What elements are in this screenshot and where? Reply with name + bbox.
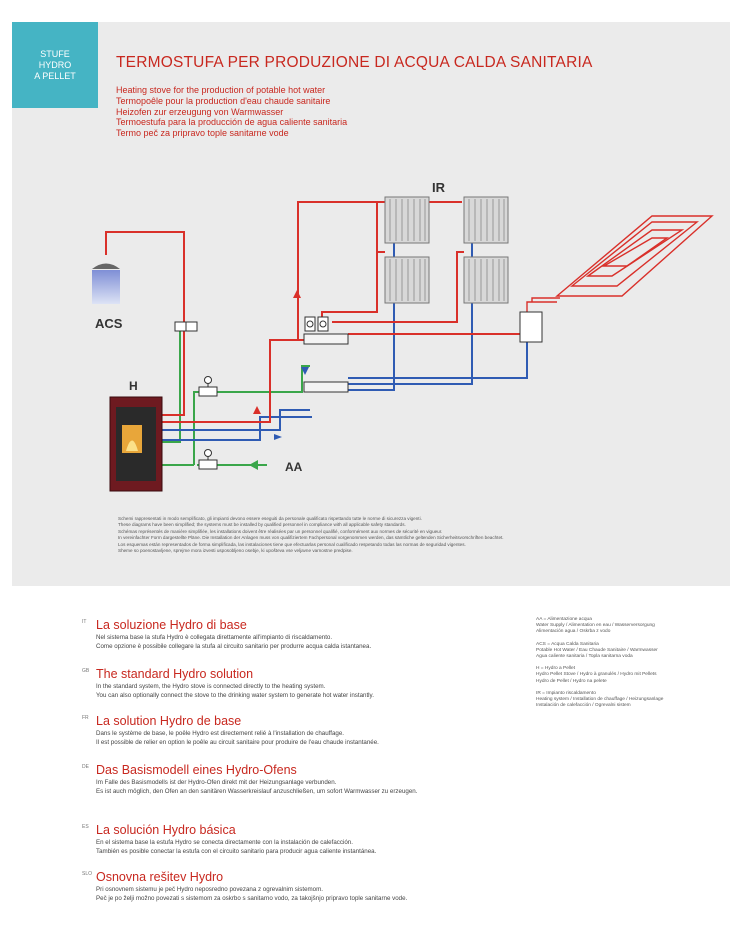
legend-line: Agua caliente sanitaria / Topla sanitarn…: [536, 654, 633, 660]
disclaimer-line: Los esquemas están representados de form…: [118, 541, 466, 547]
legend-line: Hydro de Pellet / Hydro na pelete: [536, 678, 607, 684]
pump-icon: [304, 316, 329, 332]
label-aa: AA: [285, 460, 303, 474]
label-h: H: [129, 379, 138, 393]
radiator: [384, 256, 430, 304]
legend-line: Instalación de calefacción / Ogrevalni s…: [536, 703, 631, 709]
section-text: Il est possible de relier en option le p…: [96, 739, 379, 746]
underfloor-heating-coil: [526, 215, 714, 320]
tag-line: A PELLET: [34, 70, 76, 81]
tag-line: HYDRO: [38, 59, 72, 70]
legend-entry: H = Hydro a Pellet Hydro Pellet Stove / …: [536, 666, 716, 685]
section-text: En el sistema base la estufa Hydro se co…: [96, 839, 353, 846]
legend-line: Water Supply / Alimentation en eau / Was…: [536, 623, 655, 629]
page-title: TERMOSTUFA PER PRODUZIONE DI ACQUA CALDA…: [116, 54, 593, 71]
section-text: Peč je po želji možno povezati s sistemo…: [96, 895, 408, 902]
section-text: Im Falle des Basismodells ist der Hydro-…: [96, 779, 337, 786]
section-text: También es posible conectar la estufa co…: [96, 848, 377, 855]
section-text: Nel sistema base la stufa Hydro è colleg…: [96, 634, 333, 641]
subtitle-en: Heating stove for the production of pota…: [116, 85, 326, 95]
legend-line: Potable Hot Water / Eau Chaude Sanitaire…: [536, 647, 658, 653]
subtitle-fr: Termopoêle pour la production d'eau chau…: [116, 95, 331, 106]
flow-manifold: [303, 333, 349, 345]
radiator-group: [384, 196, 509, 304]
legend-entry: ACS = Acqua Calda Sanitaria Potable Hot …: [536, 642, 716, 661]
subtitle-sl: Termo peč za pripravo tople sanitarne vo…: [116, 128, 289, 139]
language-code: GB: [82, 668, 90, 674]
subtitle-es: Termoestufa para la producción de agua c…: [116, 117, 348, 128]
section-text: Es ist auch möglich, den Ofen an den san…: [96, 788, 418, 795]
disclaimer-line: Schémas représentés de manière simplifié…: [118, 528, 443, 534]
valve-icon: [198, 376, 218, 397]
legend-entry: IR = Impianto riscaldamento Heating syst…: [536, 691, 716, 710]
label-ir: IR: [432, 180, 446, 195]
language-code: DE: [82, 764, 89, 770]
legend-line: H = Hydro a Pellet: [536, 666, 576, 672]
legend-entry: AA = Alimentazione acqua Water Supply / …: [536, 617, 716, 636]
abbreviation-legend: AA = Alimentazione acqua Water Supply / …: [536, 617, 716, 715]
section-title: La solución Hydro básica: [96, 823, 236, 837]
section-title: Das Basismodell eines Hydro-Ofens: [96, 763, 297, 777]
section-text: Come opzione è possibile collegare la st…: [96, 643, 372, 650]
return-manifold: [303, 381, 349, 393]
disclaimer-line: These diagrams have been simplified; the…: [118, 522, 406, 528]
pellet-stove: [109, 396, 163, 492]
legend-line: ACS = Acqua Calda Sanitaria: [536, 641, 599, 647]
heating-schematic: IR ACS H AA: [92, 180, 714, 492]
disclaimer-line: Sheme so poenostavljene, sprejme mora iz…: [118, 548, 353, 554]
language-code: IT: [82, 619, 87, 625]
legend-line: AA = Alimentazione acqua: [536, 617, 592, 622]
section-text: You can also optionally connect the stov…: [96, 692, 374, 699]
disclaimer: Schemi rappresentati in modo semplificat…: [118, 516, 638, 554]
shower-icon: [92, 263, 120, 304]
language-code: SLO: [82, 871, 93, 877]
language-code: FR: [82, 715, 89, 721]
valve-icon: [198, 449, 218, 470]
disclaimer-line: In vereinfachter Form dargestellte Pläne…: [118, 535, 504, 541]
supply-arrow-icon: [249, 460, 258, 470]
category-tag: STUFE HYDRO A PELLET: [12, 22, 98, 108]
legend-line: Alimentación agua / Oskrba z vodo: [536, 629, 611, 635]
section-title: Osnovna rešitev Hydro: [96, 870, 224, 884]
legend-line: Hydro Pellet Stove / Hydro à granulés / …: [536, 672, 657, 678]
section-title: The standard Hydro solution: [96, 667, 254, 681]
flow-arrow-up-icon: [293, 290, 301, 298]
tag-line: STUFE: [40, 48, 70, 59]
return-arrow-icon: [274, 434, 282, 440]
subtitle-list: Heating stove for the production of pota…: [116, 85, 347, 139]
disclaimer-line: Schemi rappresentati in modo semplificat…: [118, 516, 422, 521]
flow-lines: [105, 201, 522, 423]
radiator: [463, 256, 509, 304]
legend-line: Heating system / Installation de chauffa…: [536, 697, 664, 703]
flow-arrow-up-icon: [253, 406, 261, 414]
section-title: La soluzione Hydro di base: [96, 618, 247, 632]
section-text: Pri osnovnem sistemu je peč Hydro neposr…: [96, 886, 323, 893]
section-text: In the standard system, the Hydro stove …: [96, 683, 326, 690]
radiator: [463, 196, 509, 244]
radiator: [384, 196, 430, 244]
legend-line: IR = Impianto riscaldamento: [536, 690, 596, 696]
return-arrow-down-icon: [301, 367, 309, 375]
mixing-valve-icon: [174, 321, 198, 332]
label-acs: ACS: [95, 316, 123, 331]
manifold-box: [519, 311, 543, 343]
section-text: Dans le système de base, le poêle Hydro …: [96, 730, 345, 737]
schematic-panel: [12, 22, 730, 586]
language-code: ES: [82, 824, 89, 830]
section-title: La solution Hydro de base: [96, 714, 242, 728]
subtitle-de: Heizofen zur erzeugung von Warmwasser: [116, 106, 284, 117]
